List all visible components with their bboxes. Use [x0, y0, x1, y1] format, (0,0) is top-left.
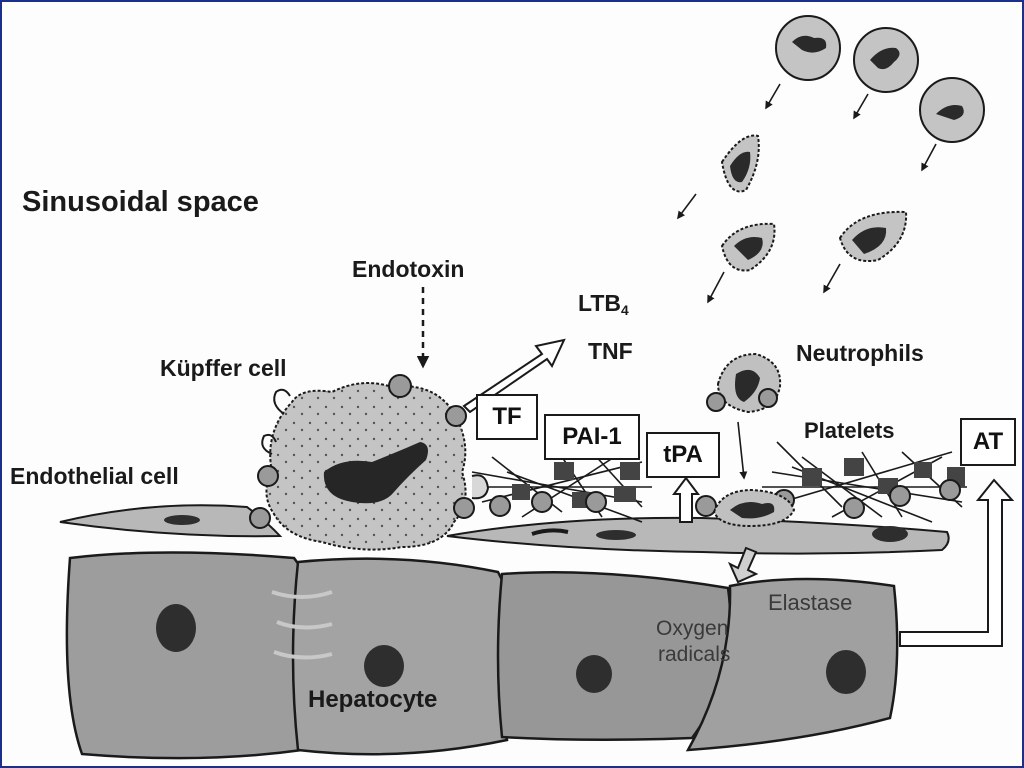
radicals-label: radicals: [658, 643, 731, 666]
kupffer-nucleus: [323, 442, 428, 504]
tpa-box: tPA: [646, 432, 720, 478]
hepatocyte-nucleus: [826, 650, 866, 694]
fibrin-mesh-left: [471, 451, 652, 523]
hepatocyte-nucleus: [364, 645, 404, 687]
endothelial-cell-label: Endothelial cell: [10, 463, 179, 489]
oxygen-label: Oxygen: [656, 617, 729, 640]
platelets-label: Platelets: [804, 418, 895, 443]
migration-arrows: [677, 83, 937, 480]
hepatocyte-nucleus: [156, 604, 196, 652]
endotoxin-label: Endotoxin: [352, 256, 465, 282]
adherent-neutrophils: [706, 352, 796, 528]
ltb4-label: LTB4: [578, 290, 629, 318]
sinusoidal-space-label: Sinusoidal space: [22, 186, 259, 218]
tf-box: TF: [476, 394, 538, 440]
endothelial-cell: [446, 516, 950, 555]
elastase-label: Elastase: [768, 590, 853, 615]
tnf-label: TNF: [588, 338, 633, 364]
kupffer-cell: [249, 374, 490, 551]
at-box: AT: [960, 418, 1016, 466]
hepatocyte-label: Hepatocyte: [308, 686, 438, 713]
kupffer-cell-label: Küpffer cell: [160, 355, 287, 381]
hepatocyte-cell-3: [496, 571, 732, 742]
hepatocyte-cell-1: [65, 551, 306, 760]
pai1-box: PAI-1: [544, 414, 640, 460]
circulating-neutrophils: [720, 15, 985, 272]
hepatocyte-cell-4: [685, 577, 899, 752]
hepatocyte-nucleus: [576, 655, 612, 693]
neutrophils-label: Neutrophils: [796, 340, 924, 366]
hepatocyte-layer: [65, 551, 899, 760]
platelet-circles: [489, 479, 961, 519]
